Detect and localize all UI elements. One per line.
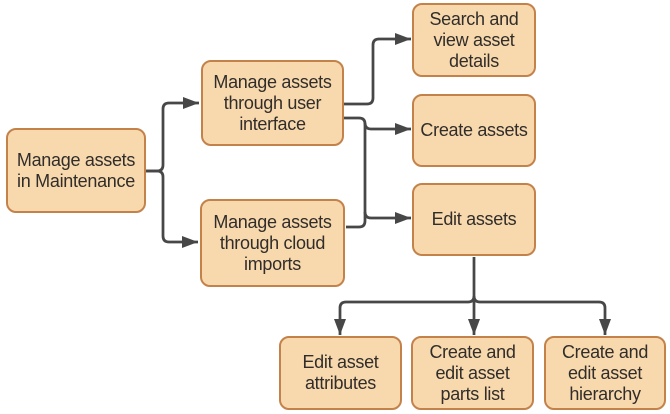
edge-edit-assets-to-hierarchy <box>472 295 611 335</box>
node-edit-assets: Edit assets <box>412 183 536 256</box>
edge-user-interface-to-search <box>344 33 411 106</box>
node-label: Edit assets <box>431 209 517 229</box>
edge-root-to-user-interface <box>146 97 199 173</box>
edge-trunk-to-edit-assets <box>363 211 411 224</box>
node-label: Create assets <box>420 120 528 140</box>
edge-root-to-cloud-imports <box>146 169 198 248</box>
edge-trunk-user-interface-and-cloud-imports <box>344 116 367 229</box>
edge-edit-assets-to-attributes <box>334 295 476 335</box>
node-create-assets: Create assets <box>412 94 536 167</box>
edge-trunk-to-create-assets <box>363 122 411 135</box>
